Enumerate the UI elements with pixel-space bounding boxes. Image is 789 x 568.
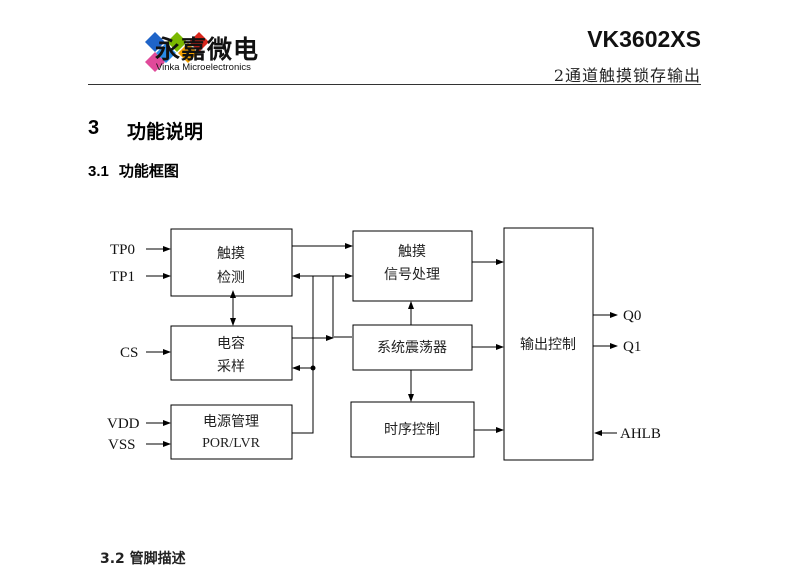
section-title: 功能说明 bbox=[127, 121, 204, 143]
pin-ahlb: AHLB bbox=[620, 426, 661, 442]
subsection-number: 3.1 bbox=[88, 163, 109, 180]
next-subsection-partial: 3.2 管脚描述 bbox=[100, 551, 186, 567]
timing-control-label: 时序控制 bbox=[384, 422, 440, 438]
logo-diamond-red bbox=[189, 32, 209, 52]
output-control-label: 输出控制 bbox=[520, 337, 576, 353]
system-oscillator-label: 系统震荡器 bbox=[377, 340, 447, 356]
logo-diamond-sky bbox=[156, 43, 176, 63]
block-system-oscillator bbox=[352, 324, 473, 371]
pin-q0: Q0 bbox=[623, 308, 641, 324]
product-subtitle: 2通道触摸锁存输出 bbox=[553, 66, 701, 85]
signal-processing-label-1: 触摸 bbox=[398, 244, 426, 260]
capacitive-sampling-label-1: 电容 bbox=[217, 335, 245, 352]
header-rule bbox=[88, 84, 701, 85]
pin-tp1: TP1 bbox=[110, 269, 135, 285]
subsection-heading: 3.1 功能框图 bbox=[88, 160, 179, 181]
brand-name-cn: 永嘉微电 bbox=[155, 35, 260, 64]
power-management-label-1: 电源管理 bbox=[203, 414, 259, 430]
vinka-logo bbox=[145, 32, 209, 72]
logo-diamond-green bbox=[167, 32, 187, 52]
capacitive-sampling-label-2: 采样 bbox=[217, 359, 245, 375]
pin-vdd: VDD bbox=[107, 416, 140, 432]
block-touch-detect bbox=[170, 228, 293, 297]
block-capacitive-sampling bbox=[170, 325, 293, 381]
touch-detect-label-2: 检测 bbox=[217, 270, 245, 286]
section-number: 3 bbox=[88, 117, 100, 139]
model-number: VK3602XS bbox=[587, 26, 701, 52]
subsection-title: 功能框图 bbox=[118, 162, 179, 180]
block-power-management bbox=[170, 404, 293, 460]
signal-processing-label-2: 信号处理 bbox=[384, 267, 440, 283]
brand-name-en: Vinka Microelectronics bbox=[156, 62, 251, 73]
touch-detect-label-1: 触摸 bbox=[217, 246, 245, 262]
pin-tp0: TP0 bbox=[110, 242, 135, 258]
block-timing-control bbox=[350, 401, 475, 458]
arrow-power-to-sampling bbox=[292, 365, 314, 434]
power-management-label-2: POR/LVR bbox=[202, 436, 261, 451]
pin-cs: CS bbox=[120, 345, 138, 361]
junction-dot bbox=[310, 365, 316, 371]
logo-diamond-orange bbox=[178, 43, 198, 63]
pin-q1: Q1 bbox=[623, 339, 641, 355]
block-touch-signal-processing bbox=[352, 230, 473, 302]
pin-vss: VSS bbox=[108, 437, 136, 453]
block-output-control bbox=[503, 227, 594, 461]
logo-diamond-blue bbox=[145, 32, 165, 52]
